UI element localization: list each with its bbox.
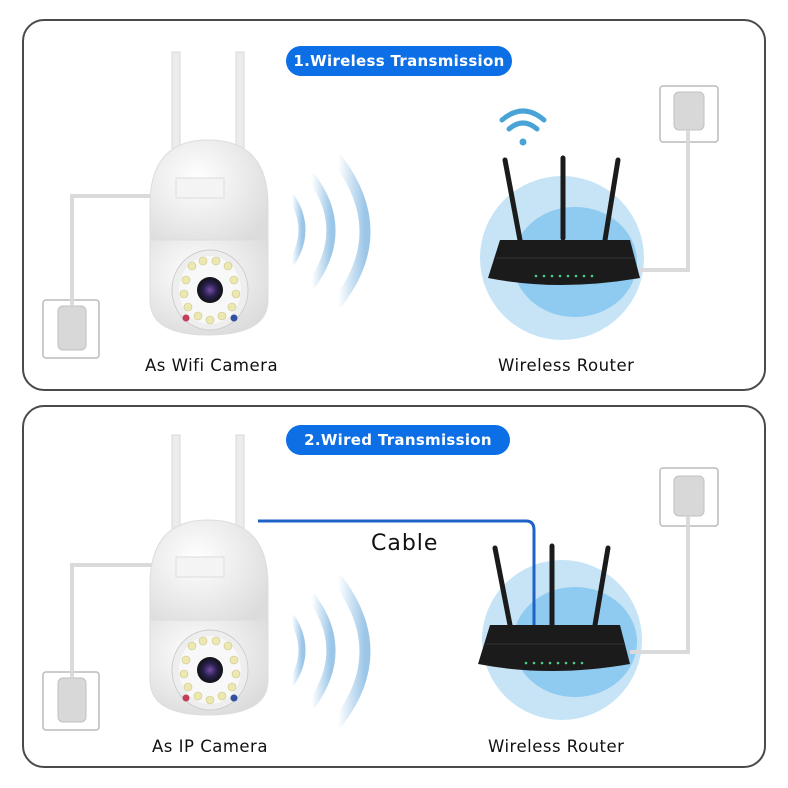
signal-waves-icon xyxy=(288,154,371,308)
router-icon xyxy=(480,155,644,340)
power-outlet-icon xyxy=(42,194,160,359)
ethernet-cable xyxy=(258,519,536,625)
power-outlet-icon xyxy=(42,563,160,731)
power-outlet-icon xyxy=(640,85,719,272)
wireless-transmission-panel xyxy=(22,19,766,391)
router-label-wired: Wireless Router xyxy=(488,737,625,756)
camera-icon xyxy=(149,434,269,716)
router-label-wireless: Wireless Router xyxy=(498,356,635,375)
cable-label: Cable xyxy=(371,531,439,556)
router-icon xyxy=(478,543,642,720)
panel-title-wired: 2.Wired Transmission xyxy=(286,425,510,455)
wifi-icon xyxy=(499,108,547,146)
camera-label-ip: As IP Camera xyxy=(152,737,268,756)
signal-waves-icon xyxy=(288,574,371,728)
camera-icon xyxy=(149,51,269,336)
power-outlet-icon xyxy=(630,467,719,654)
panel-title-wireless: 1.Wireless Transmission xyxy=(286,46,512,76)
wired-transmission-panel xyxy=(22,405,766,768)
camera-label-wifi: As Wifi Camera xyxy=(145,356,279,375)
